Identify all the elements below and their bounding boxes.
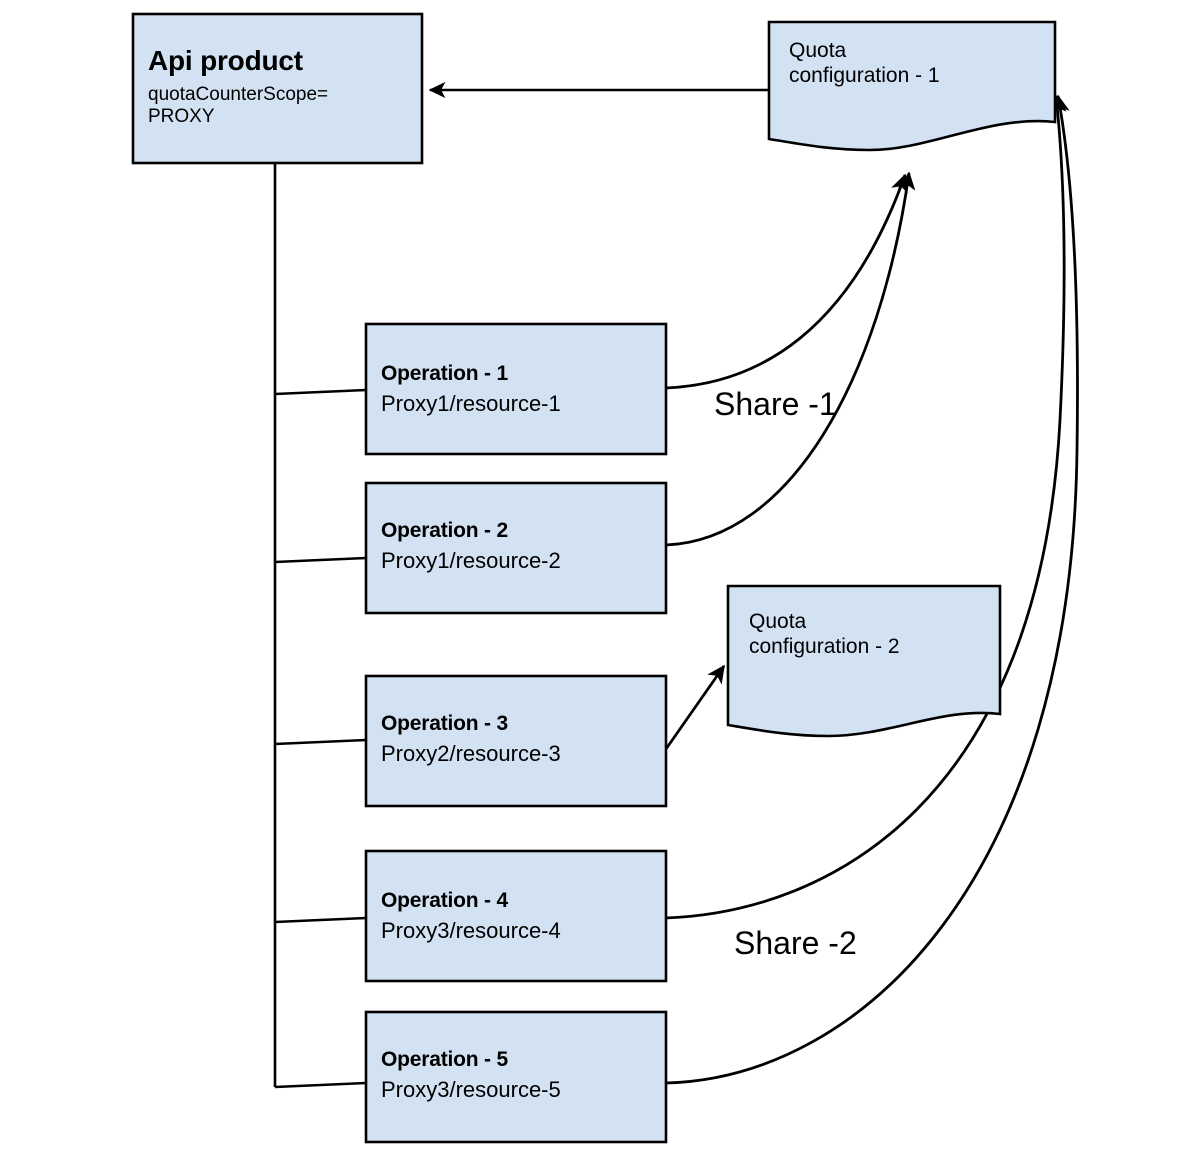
curve-operation-1-to-quota1 — [665, 173, 908, 390]
node-operation-2[interactable] — [364, 481, 668, 615]
arrow-operation-3-to-quota2 — [664, 664, 726, 750]
node-operation-1[interactable] — [364, 322, 668, 456]
branch-to-operation-5 — [274, 1081, 367, 1089]
node-quota-configuration-2[interactable] — [726, 584, 1002, 738]
curve-operation-5-to-quota1 — [665, 94, 1079, 1085]
node-operation-4[interactable] — [364, 849, 668, 983]
tree-connector-group — [273, 163, 367, 1089]
branch-to-operation-4 — [274, 916, 367, 924]
node-operation-5[interactable] — [364, 1010, 668, 1144]
node-api-product[interactable] — [131, 12, 424, 165]
branch-to-operation-2 — [274, 556, 367, 564]
node-operation-3[interactable] — [364, 674, 668, 808]
branch-to-operation-3 — [274, 738, 367, 746]
curve-operation-4-to-quota1 — [665, 94, 1067, 920]
branch-to-operation-1 — [274, 388, 367, 396]
node-quota-configuration-1[interactable] — [767, 20, 1057, 152]
curve-operation-2-to-quota1 — [665, 171, 916, 547]
